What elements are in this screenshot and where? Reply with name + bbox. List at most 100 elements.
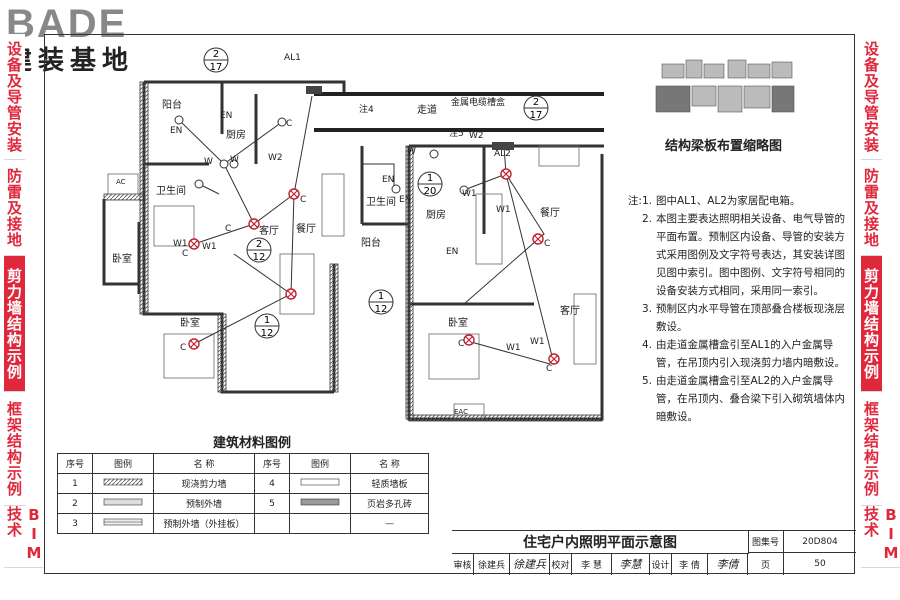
tab-bim[interactable]: BIM技术 (4, 506, 43, 568)
tab-frame-example-right[interactable]: 框架结构示例 (861, 392, 882, 506)
detail-refs: 2 17 2 17 1 20 2 12 1 12 (203, 47, 549, 339)
lamp-fixture (463, 334, 475, 346)
lamp-fixture (248, 218, 260, 230)
fixture-c-2: C (300, 195, 306, 205)
detail-ref-bottom: 20 (424, 186, 437, 197)
notes: 注:1. 图中AL1、AL2为家居配电箱。 2. 本图主要表达照明相关设备、电气… (624, 192, 852, 426)
legend-header: 名 称 (153, 453, 255, 474)
detail-ref-top: 2 (213, 49, 219, 60)
title-block: 住宅户内照明平面示意图 图集号 20D804 审核 徐建兵 徐建兵 校对 李 慧… (452, 530, 856, 575)
lamp-fixture (548, 353, 560, 365)
note-text: 图中AL1、AL2为家居配电箱。 (656, 195, 801, 207)
tab-bim-right[interactable]: BIM技术 (861, 506, 900, 568)
tab-frame-example[interactable]: 框架结构示例 (4, 392, 25, 506)
fixture-en-5: EN (446, 247, 458, 257)
detail-ref-top: 2 (256, 239, 262, 250)
review-label: 审核 (452, 553, 474, 575)
switch-w1-left-2: W1 (202, 242, 217, 252)
fixture-en-2: EN (220, 111, 232, 121)
cable-tray-label: 金属电缆槽盒 (451, 96, 505, 108)
legend-no: 1 (57, 473, 93, 494)
bade-logo: BADE 建装基地 (6, 4, 206, 88)
conduit-lines (178, 95, 555, 365)
tab-shear-wall-example[interactable]: 剪力墙结构示例 (4, 256, 25, 392)
lamp-fixtures (188, 168, 560, 365)
room-dining-right: 餐厅 (540, 206, 560, 219)
fixture-c-1: C (286, 119, 292, 129)
room-bedroom-left: 卧室 (112, 252, 132, 265)
detail-ref-bottom: 17 (530, 110, 543, 121)
structure-key-map (655, 59, 795, 113)
check-label: 校对 (550, 553, 572, 575)
fixture-c-7: C (458, 339, 464, 349)
corridor (314, 92, 604, 132)
legend-row: 3 预制外墙（外挂板） — (57, 513, 429, 534)
fixture-c-5: C (180, 343, 186, 353)
detail-ref-circle: 1 12 (254, 313, 280, 339)
detail-ref-top: 1 (378, 291, 384, 302)
fixture-en-1: EN (170, 126, 182, 136)
legend-name: 预制外墙 (153, 493, 255, 514)
legend-name: 现浇剪力墙 (153, 473, 255, 494)
room-dining-left: 餐厅 (296, 222, 316, 235)
detail-ref-bottom: 17 (210, 62, 223, 73)
legend-swatch (289, 513, 351, 534)
legend-swatch (92, 473, 154, 494)
legend-name: — (350, 513, 429, 534)
legend-name: 预制外墙（外挂板） (153, 513, 255, 534)
room-kitchen-left: 厨房 (226, 128, 246, 141)
legend-title: 建筑材料图例 (213, 436, 292, 451)
drawing-title: 住宅户内照明平面示意图 (452, 531, 749, 554)
detail-ref-top: 1 (427, 173, 433, 184)
switch-w1-right-3: W1 (506, 343, 521, 353)
switch-w-left-2: W (230, 155, 239, 165)
room-kitchen-right: 厨房 (426, 208, 446, 221)
tab-equipment-conduit[interactable]: 设备及导管安装 (4, 34, 25, 160)
room-living-left: 客厅 (259, 224, 279, 237)
legend-row: 1 现浇剪力墙 4 轻质墙板 (57, 473, 429, 494)
panel-al2-label: AL2 (494, 149, 511, 159)
drawing-frame (44, 34, 855, 574)
switch-w1-left: W1 (173, 239, 188, 249)
switch-w1-right-4: W1 (530, 337, 545, 347)
switch-w1-right: W1 (462, 189, 477, 199)
reviewer-name: 徐建兵 (474, 553, 510, 575)
distribution-panels (306, 86, 514, 150)
note-text: 由走道金属槽盒引至AL1的入户金属导管，在吊顶内引入现浇剪力墙内暗敷设。 (656, 339, 845, 369)
legend-header: 图例 (92, 453, 154, 474)
detail-ref-circle: 2 17 (203, 47, 229, 73)
atlas-number: 20D804 (784, 531, 856, 553)
switch-w1-right-2: W1 (496, 205, 511, 215)
room-bedroom-right: 卧室 (448, 316, 468, 329)
atlas-label: 图集号 (748, 531, 784, 553)
note-item: 3. 预制区内水平导管在顶部叠合楼板现浇层敷设。 (624, 300, 852, 336)
tab-shear-wall-example-right[interactable]: 剪力墙结构示例 (861, 256, 882, 392)
fixture-c-4: C (182, 249, 188, 259)
lamp-fixture (285, 288, 297, 300)
checker-name: 李 慧 (572, 553, 612, 575)
legend-header: 序号 (57, 453, 93, 474)
checker-signature: 李慧 (612, 553, 650, 575)
key-map-title: 结构梁板布置缩略图 (665, 139, 783, 154)
fixture-c-8: C (546, 364, 552, 374)
left-category-tabs: 设备及导管安装 防雷及接地 剪力墙结构示例 框架结构示例 BIM技术 (4, 34, 43, 568)
legend-header: 序号 (254, 453, 290, 474)
switch-w-left: W (204, 157, 213, 167)
lamp-fixture (532, 233, 544, 245)
fixture-c-6: C (544, 239, 550, 249)
detail-ref-circle: 1 12 (368, 289, 394, 315)
legend-swatch (289, 473, 351, 494)
hatched-walls-left (103, 81, 339, 393)
detail-ref-circle: 1 20 (417, 171, 443, 197)
designer-signature: 李倩 (708, 553, 748, 575)
note-number: 2. (641, 213, 652, 225)
note-item: 4. 由走道金属槽盒引至AL1的入户金属导管，在吊顶内引入现浇剪力墙内暗敷设。 (624, 336, 852, 372)
legend-no: 3 (57, 513, 93, 534)
legend-header: 名 称 (350, 453, 429, 474)
tab-equipment-conduit-right[interactable]: 设备及导管安装 (861, 34, 882, 160)
detail-ref-circle: 2 12 (246, 237, 272, 263)
floor-plan: 阳台 厨房 卫生间 卧室 客厅 餐厅 卧室 走道 金属电缆槽盒 卫生间 厨房 餐… (102, 47, 604, 422)
tab-lightning-grounding-right[interactable]: 防雷及接地 (861, 160, 882, 256)
legend-no: 5 (254, 493, 290, 514)
tab-lightning-grounding[interactable]: 防雷及接地 (4, 160, 25, 256)
